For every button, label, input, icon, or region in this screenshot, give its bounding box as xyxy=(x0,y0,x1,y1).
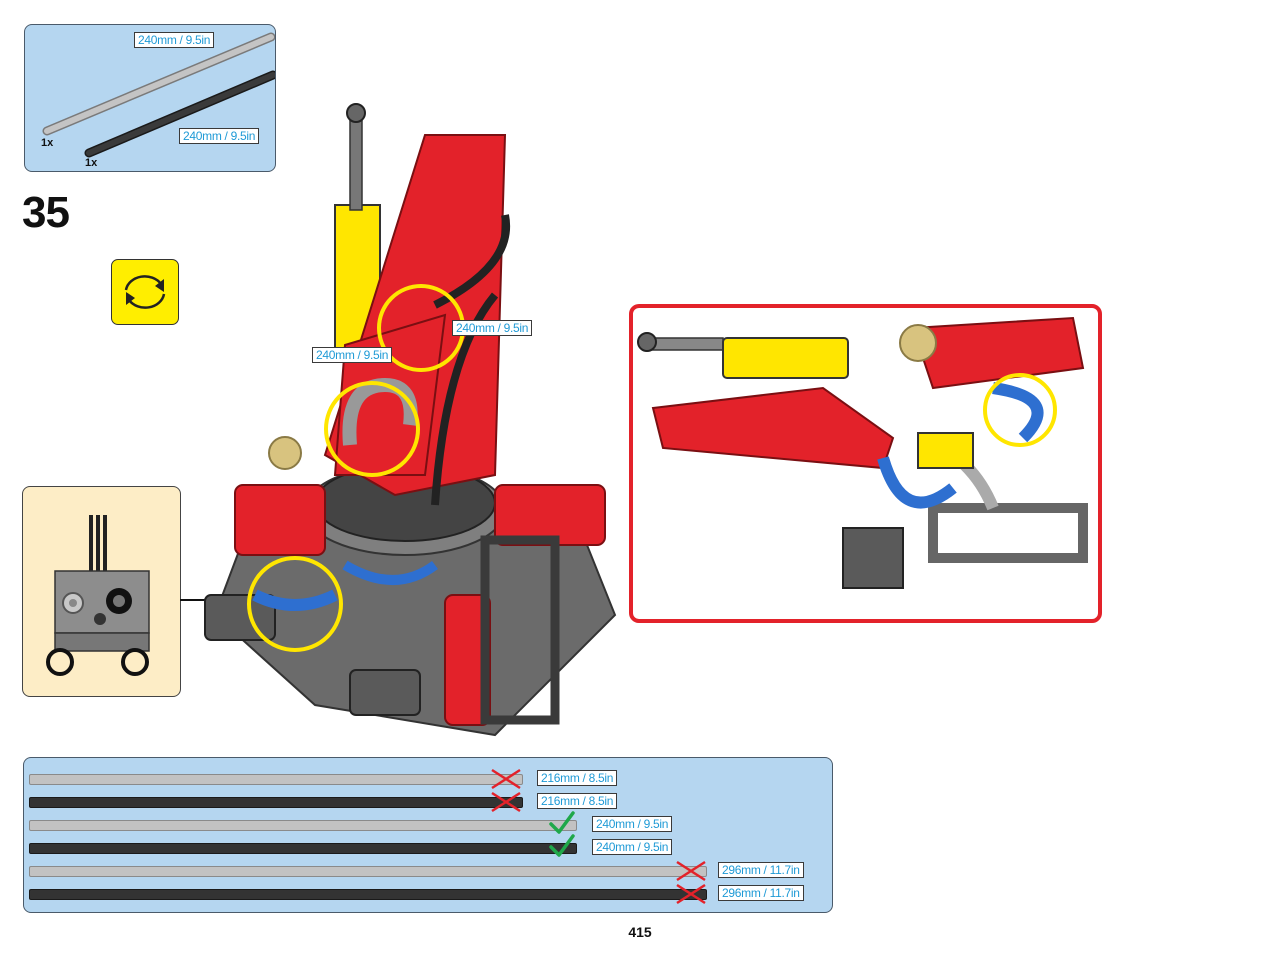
part-quantity: 1x xyxy=(85,157,98,169)
tube-bar xyxy=(29,889,707,900)
check-icon xyxy=(549,834,575,857)
check-icon xyxy=(549,811,575,834)
tube-length-label: 240mm / 9.5in xyxy=(592,816,673,832)
cross-icon xyxy=(491,768,521,790)
tube-length-label: 240mm / 9.5in xyxy=(312,347,393,363)
tube-bar xyxy=(29,843,577,854)
step-number: 35 xyxy=(22,188,70,237)
subassembly-callout xyxy=(22,486,181,697)
rear-view-inset xyxy=(629,304,1102,623)
tube-length-label: 240mm / 9.5in xyxy=(452,320,533,336)
tube-row: 216mm / 8.5in xyxy=(24,791,832,814)
cross-icon xyxy=(676,883,706,905)
parts-callout: 240mm / 9.5in 240mm / 9.5in 1x 1x xyxy=(24,24,276,172)
cross-icon xyxy=(676,860,706,882)
tube-length-label: 296mm / 11.7in xyxy=(718,885,804,901)
tube-bar xyxy=(29,774,523,785)
tube-row: 296mm / 11.7in xyxy=(24,883,832,906)
tube-length-label: 296mm / 11.7in xyxy=(718,862,804,878)
tube-bar xyxy=(29,820,577,831)
tube-length-label: 240mm / 9.5in xyxy=(592,839,673,855)
tube-length-label: 216mm / 8.5in xyxy=(537,793,618,809)
tube-length-reference: 216mm / 8.5in 216mm / 8.5in 240mm / 9.5i… xyxy=(23,757,833,913)
tube-row: 240mm / 9.5in xyxy=(24,811,832,837)
page-number: 415 xyxy=(628,924,652,940)
tube-row: 296mm / 11.7in xyxy=(24,860,832,883)
tube-length-label: 216mm / 8.5in xyxy=(537,770,618,786)
tube-bar xyxy=(29,866,707,877)
tube-length-label: 240mm / 9.5in xyxy=(134,32,215,48)
rear-view-illustration xyxy=(637,316,1088,589)
tube-row: 240mm / 9.5in xyxy=(24,834,832,860)
cross-icon xyxy=(491,791,521,813)
rotate-model-icon xyxy=(124,275,166,309)
tube-length-label: 240mm / 9.5in xyxy=(179,128,260,144)
part-quantity: 1x xyxy=(41,137,54,149)
main-model-illustration xyxy=(204,103,617,737)
tube-bar xyxy=(29,797,523,808)
tube-parts-drawing xyxy=(42,32,275,158)
rotate-model-badge xyxy=(111,259,179,325)
tube-row: 216mm / 8.5in xyxy=(24,768,832,791)
valve-part-drawing xyxy=(46,515,150,676)
